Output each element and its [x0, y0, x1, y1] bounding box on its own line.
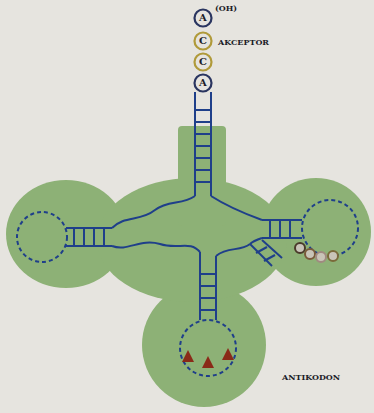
base-circle: C: [193, 31, 213, 51]
anticodon-arm: [180, 252, 236, 376]
base-letter: C: [193, 31, 213, 51]
base-circle: C: [193, 52, 213, 72]
base-letter: A: [193, 73, 213, 93]
tpsic-arm: [211, 196, 358, 266]
base-circle: A: [193, 73, 213, 93]
end-group: (OH): [215, 3, 237, 13]
anticodon-bases: [182, 348, 234, 368]
base-letter: A: [193, 8, 213, 28]
base-letter: C: [193, 52, 213, 72]
base-circle: A(OH): [193, 8, 213, 28]
loop-bases: [295, 243, 338, 262]
anticodon-label: ANTIKODON: [282, 372, 340, 382]
d-arm: [17, 196, 200, 262]
acceptor-label: AKCEPTOR: [218, 37, 269, 47]
acceptor-stem: [195, 92, 211, 196]
cloverleaf-body: [6, 126, 371, 407]
